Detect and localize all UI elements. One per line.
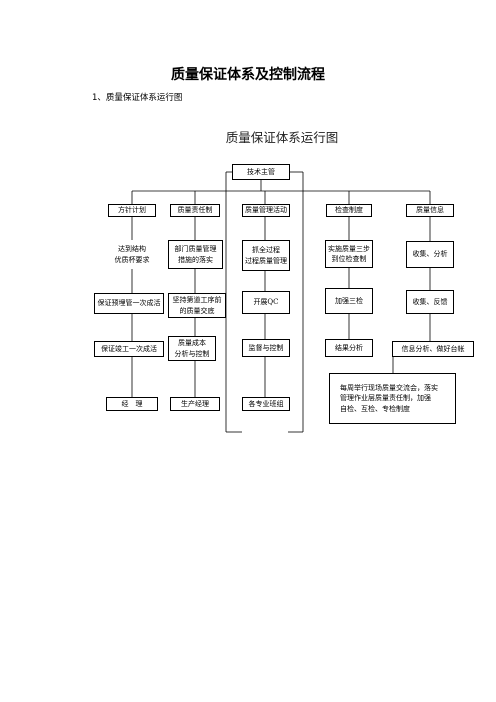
diagram-title: 质量保证体系运行图 — [225, 130, 339, 145]
node-col3-item3: 监督与控制 — [242, 339, 290, 357]
node-col3-item2: 开展QC — [242, 291, 290, 314]
node-col4-item3: 结果分析 — [325, 339, 373, 357]
node-col4-item2: 加强三检 — [325, 288, 373, 314]
node-col5-item1: 收集、分析 — [406, 241, 454, 268]
node-col1-item1: 达到结构 优质杯要求 — [114, 245, 150, 264]
node-col3-item4: 各专业班组 — [242, 397, 290, 411]
node-col4-item1: 实施质量三步 到位检查制 — [325, 240, 373, 268]
note-box: 每周举行现场质量交流会，落实 管理作业层质量责任制，加强 自检、互检、专检制度 — [329, 373, 456, 424]
node-quality-activities: 质量管理活动 — [242, 204, 290, 217]
node-col3-item1: 抓全过程 过程质量管理 — [242, 240, 290, 271]
node-col5-item3: 信息分析、做好台帐 — [392, 341, 474, 357]
node-col1-item4: 经 理 — [106, 397, 158, 411]
node-policy-plan: 方针计划 — [108, 204, 156, 217]
document-title: 质量保证体系及控制流程 — [171, 67, 325, 83]
node-col1-item2: 保证预埋管一次成活 — [94, 293, 164, 314]
node-col1-item3: 保证竣工一次成活 — [94, 341, 164, 357]
node-col2-item4: 生产经理 — [170, 397, 220, 411]
node-quality-responsibility: 质量责任制 — [170, 204, 220, 217]
node-col2-item3: 质量成本 分析与控制 — [168, 336, 216, 361]
node-col2-item2: 坚持第道工序前 的质量交底 — [168, 293, 226, 318]
node-inspection-system: 检查制度 — [326, 204, 372, 217]
node-col5-item2: 收集、反馈 — [406, 290, 454, 314]
section-heading: 1、质量保证体系运行图 — [92, 93, 183, 103]
node-technical-director: 技术主管 — [232, 164, 290, 180]
node-col2-item1: 部门质量管理 措施的落实 — [168, 240, 223, 269]
node-quality-information: 质量信息 — [406, 204, 454, 217]
